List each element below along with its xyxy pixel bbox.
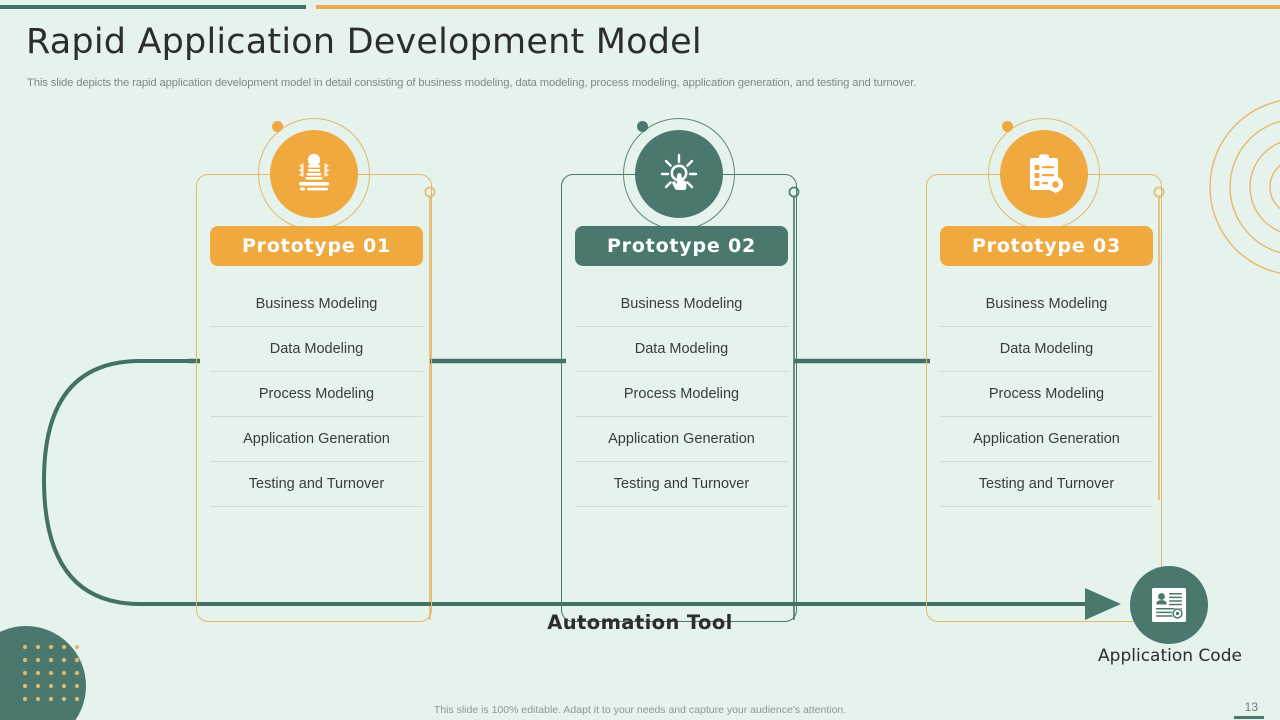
automation-loop-arrow	[41, 359, 1121, 620]
list-item[interactable]: Process Modeling	[940, 372, 1153, 417]
automation-tool-label: Automation Tool	[547, 611, 733, 634]
medallion-accent-dot	[272, 121, 283, 132]
card-item-list: Business Modeling Data Modeling Process …	[940, 282, 1153, 507]
card-item-list: Business Modeling Data Modeling Process …	[210, 282, 423, 507]
top-rule-orange	[316, 5, 1280, 9]
medallion-accent-dot	[637, 121, 648, 132]
card-badge[interactable]: Prototype 01	[210, 226, 423, 266]
slide-footnote: This slide is 100% editable. Adapt it to…	[433, 704, 847, 716]
medallion-disc	[270, 130, 358, 218]
card-medallion	[619, 114, 739, 234]
robot-book-icon	[298, 153, 330, 191]
medallion-accent-dot	[1002, 121, 1013, 132]
list-item[interactable]: Application Generation	[210, 417, 423, 462]
card-medallion	[984, 114, 1104, 234]
lightbulb-click-idea-icon	[660, 153, 698, 190]
list-item[interactable]: Business Modeling	[210, 282, 423, 327]
list-item[interactable]: Data Modeling	[210, 327, 423, 372]
clipboard-checklist-gear-icon	[1030, 154, 1064, 194]
card-item-list: Business Modeling Data Modeling Process …	[575, 282, 788, 507]
list-item[interactable]: Application Generation	[575, 417, 788, 462]
list-item[interactable]: Data Modeling	[940, 327, 1153, 372]
card-badge[interactable]: Prototype 02	[575, 226, 788, 266]
application-code-node[interactable]	[1130, 566, 1208, 644]
application-code-label: Application Code	[1098, 646, 1242, 666]
list-item[interactable]: Application Generation	[940, 417, 1153, 462]
document-profile-gear-icon	[1152, 588, 1186, 622]
list-item[interactable]: Data Modeling	[575, 327, 788, 372]
list-item[interactable]: Process Modeling	[575, 372, 788, 417]
page-title: Rapid Application Development Model	[26, 22, 702, 62]
list-item[interactable]: Testing and Turnover	[575, 462, 788, 507]
connector-stem-1	[424, 186, 436, 620]
card-medallion	[254, 114, 374, 234]
page-subtitle: This slide depicts the rapid application…	[27, 77, 917, 89]
medallion-disc	[635, 130, 723, 218]
list-item[interactable]: Process Modeling	[210, 372, 423, 417]
list-item[interactable]: Business Modeling	[940, 282, 1153, 327]
list-item[interactable]: Business Modeling	[575, 282, 788, 327]
list-item[interactable]: Testing and Turnover	[940, 462, 1153, 507]
top-rule-teal	[0, 5, 306, 9]
list-item[interactable]: Testing and Turnover	[210, 462, 423, 507]
card-badge[interactable]: Prototype 03	[940, 226, 1153, 266]
page-number-rule	[1234, 716, 1264, 719]
page-number: 13	[1244, 700, 1258, 714]
medallion-disc	[1000, 130, 1088, 218]
